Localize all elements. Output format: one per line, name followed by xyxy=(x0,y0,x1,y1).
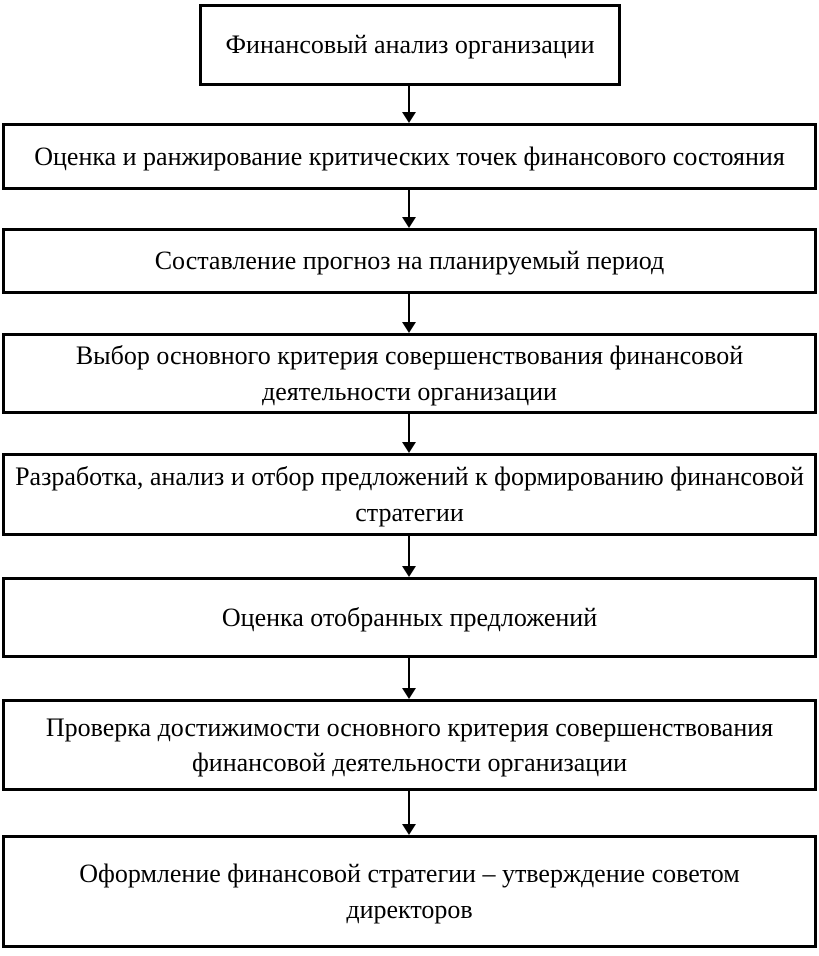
flow-box-label: Составление прогноз на планируемый перио… xyxy=(154,246,665,276)
flow-box-label: Разработка, анализ и отбор предложений к… xyxy=(15,462,804,527)
flow-arrow-down-icon xyxy=(408,658,410,688)
flow-arrow-down-icon xyxy=(408,294,410,322)
flow-box-label: Финансовый анализ организации xyxy=(225,30,595,60)
flow-arrow-down-icon xyxy=(408,791,410,824)
flow-box-label: Проверка достижимости основного критерия… xyxy=(45,712,774,777)
flow-box-criterion-check: Проверка достижимости основного критерия… xyxy=(2,699,817,791)
flow-arrow-down-icon xyxy=(408,536,410,566)
flow-arrow-down-icon xyxy=(408,190,410,217)
flow-arrow-down-icon xyxy=(408,86,410,112)
flow-box-label: Оформление финансовой стратегии – утверж… xyxy=(79,859,740,924)
flow-box-proposals-development: Разработка, анализ и отбор предложений к… xyxy=(2,453,817,536)
flow-box-label: Оценка отобранных предложений xyxy=(221,602,598,632)
flow-box-critical-points-ranking: Оценка и ранжирование критических точек … xyxy=(2,123,817,190)
flow-box-forecast: Составление прогноз на планируемый перио… xyxy=(2,228,817,294)
flow-box-proposals-evaluation: Оценка отобранных предложений xyxy=(2,577,817,658)
flow-box-strategy-approval: Оформление финансовой стратегии – утверж… xyxy=(2,835,817,948)
flow-box-label: Выбор основного критерия совершенствован… xyxy=(75,341,744,406)
flow-arrow-down-icon xyxy=(408,414,410,442)
flow-box-criterion-selection: Выбор основного критерия совершенствован… xyxy=(2,333,817,414)
flow-box-financial-analysis: Финансовый анализ организации xyxy=(199,4,621,86)
flow-box-label: Оценка и ранжирование критических точек … xyxy=(34,141,785,171)
